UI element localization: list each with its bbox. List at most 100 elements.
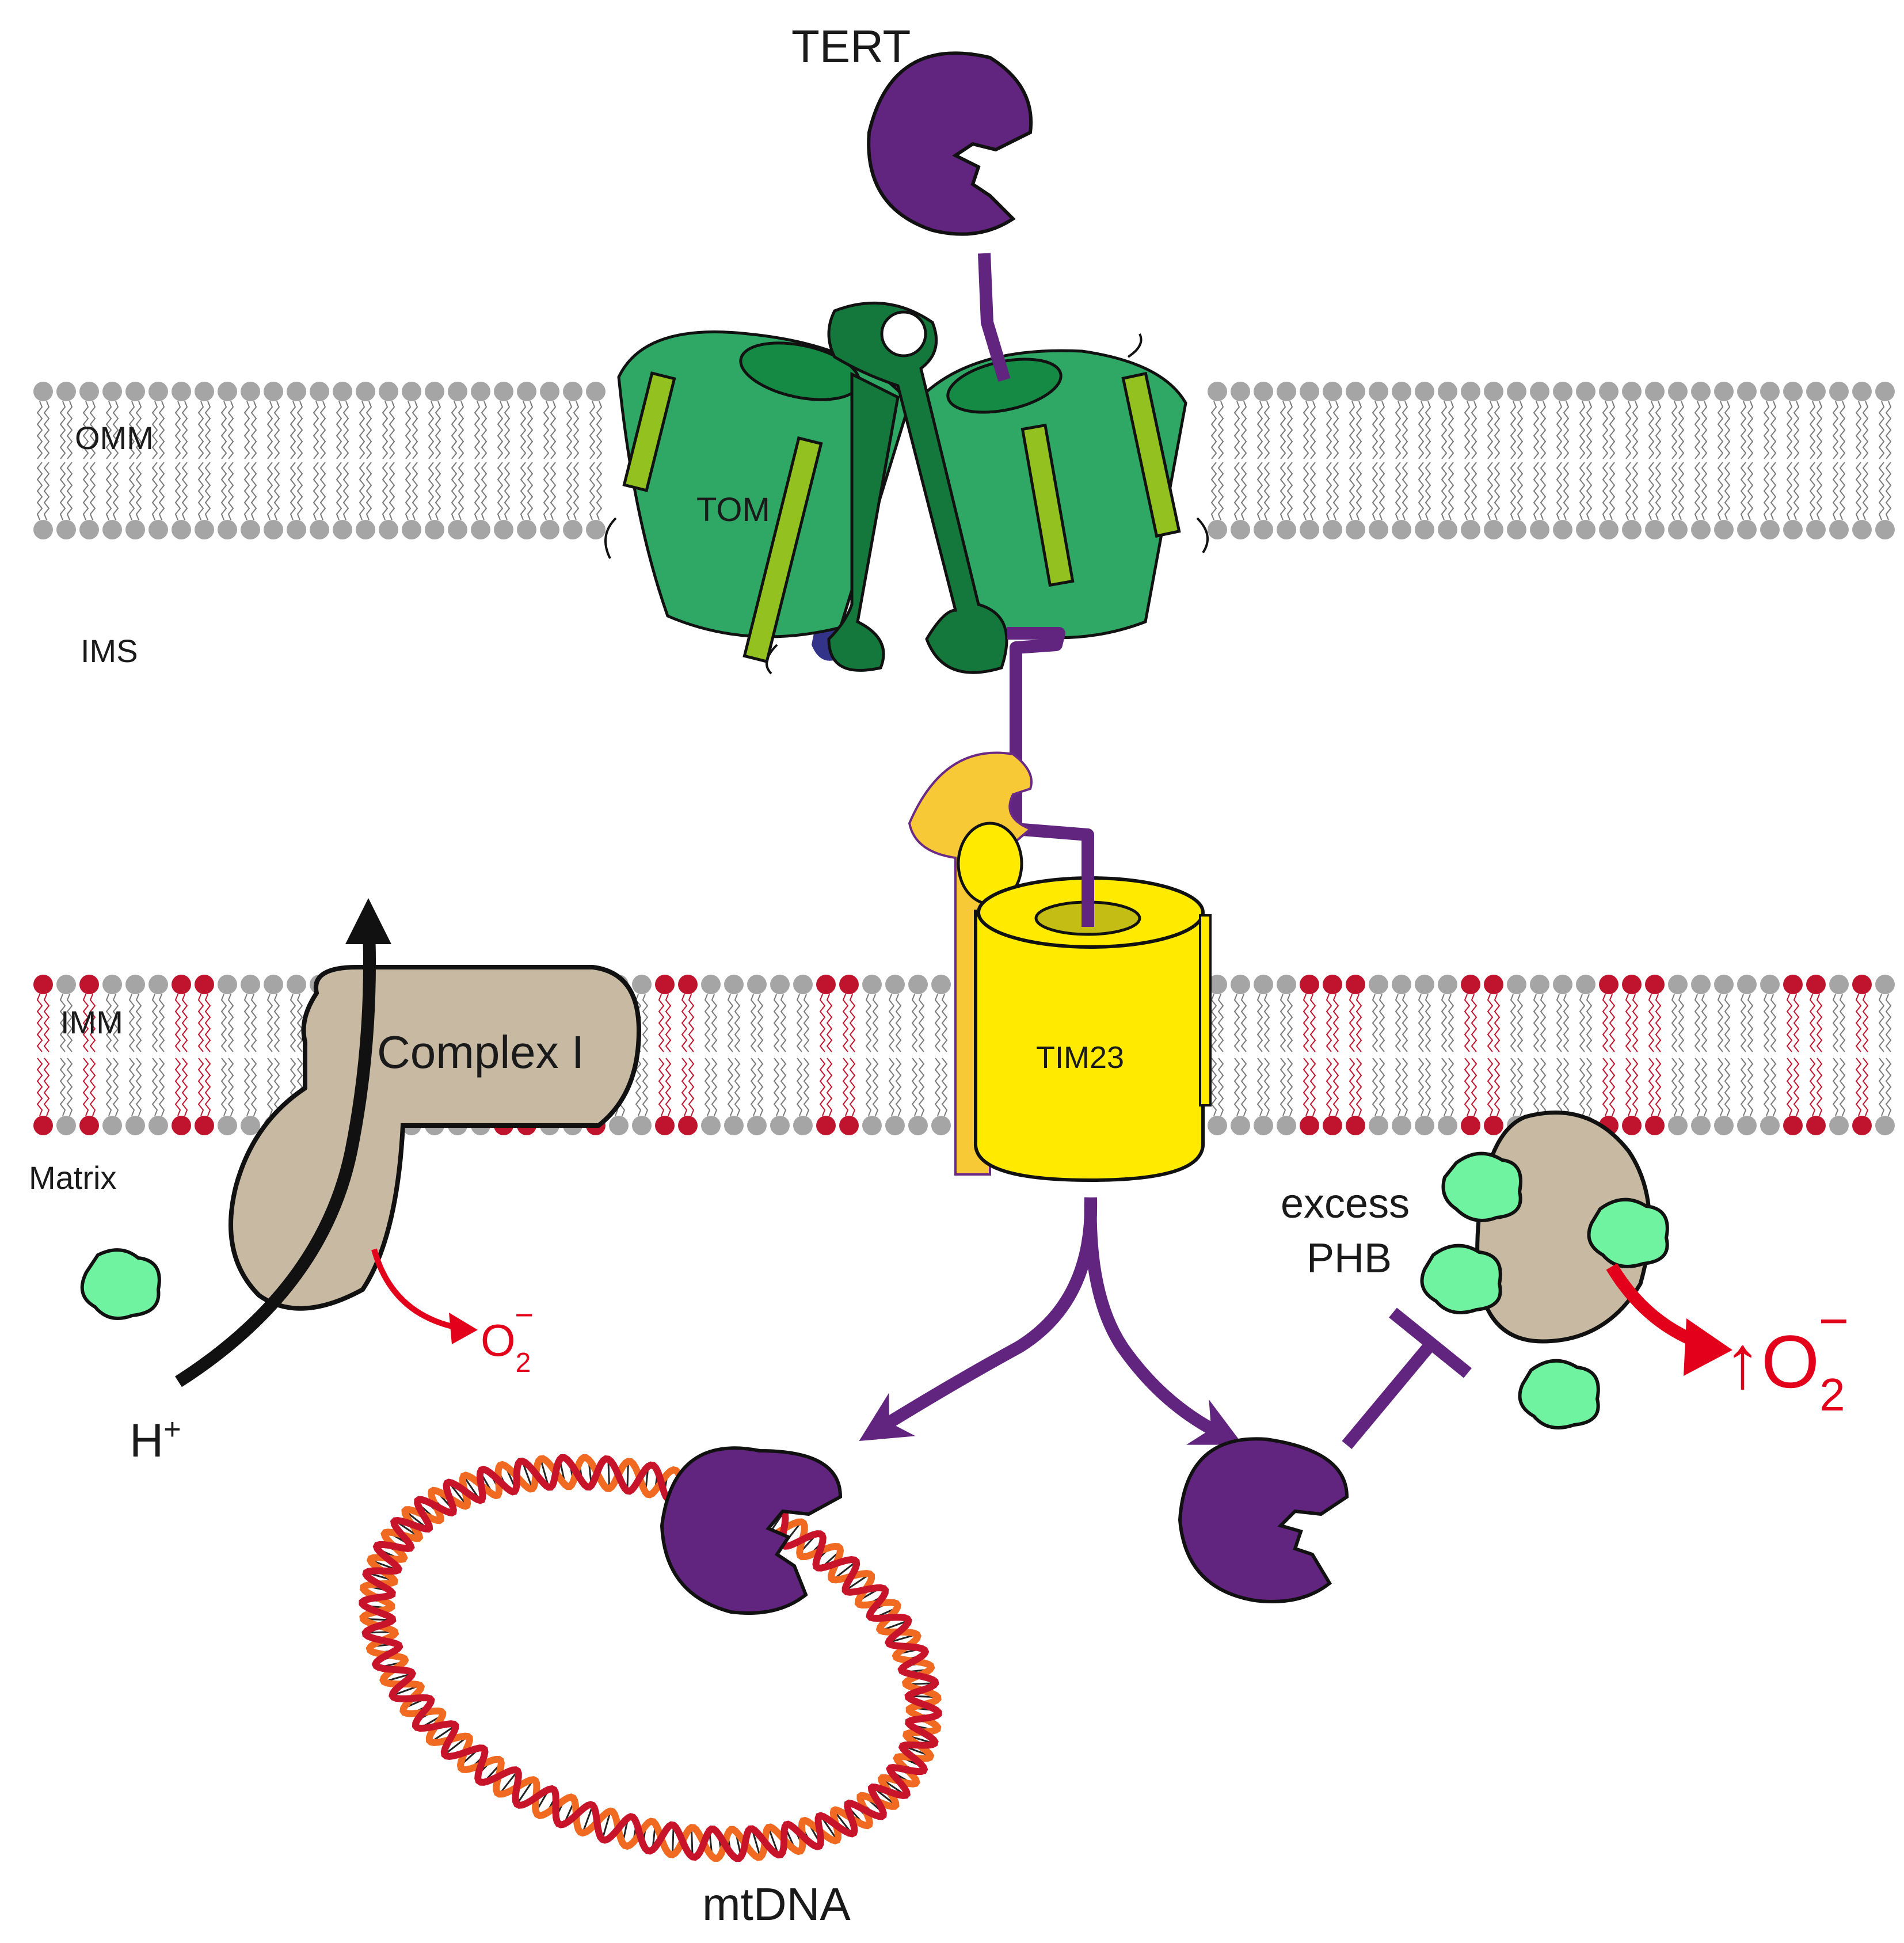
lipid-head	[1806, 975, 1826, 994]
lipid-tail	[151, 401, 165, 520]
lipid-head	[1714, 520, 1734, 539]
proton-label: H+	[130, 1413, 181, 1467]
lipid-head	[1300, 520, 1319, 539]
lipid-head	[1208, 975, 1227, 994]
lipid-head	[1829, 975, 1849, 994]
lipid-tail	[1855, 994, 1869, 1116]
lipid-head	[1208, 382, 1227, 401]
lipid-tail	[151, 994, 165, 1116]
lipid-tail	[1786, 994, 1800, 1116]
lipid-head	[218, 520, 237, 539]
lipid-head	[1484, 975, 1503, 994]
lipid-head	[632, 975, 652, 994]
lipid-tail	[589, 401, 603, 520]
lipid-head	[264, 975, 283, 994]
lipid-head	[793, 975, 813, 994]
lipid-tail	[1418, 401, 1431, 520]
lipid-tail	[1256, 401, 1270, 520]
lipid-tail	[1809, 994, 1823, 1116]
lipid-tail	[1694, 994, 1708, 1116]
lipid-tail	[1441, 994, 1454, 1116]
lipid-head	[931, 975, 951, 994]
lipid-tail	[934, 994, 948, 1116]
lipid-head	[1507, 382, 1526, 401]
lipid-head	[1576, 975, 1595, 994]
lipid-head	[1277, 1116, 1296, 1135]
lipid-head	[1484, 1116, 1503, 1135]
lipid-head	[1415, 382, 1434, 401]
mtdna-label: mtDNA	[702, 1879, 851, 1930]
lipid-head	[471, 382, 490, 401]
lipid-tail	[658, 994, 672, 1116]
lipid-head	[1461, 382, 1480, 401]
lipid-tail	[1303, 994, 1316, 1116]
lipid-tail	[266, 994, 280, 1116]
lipid-head	[33, 520, 53, 539]
lipid-head	[1875, 520, 1895, 539]
dna-base-pair	[601, 1811, 612, 1840]
lipid-head	[1737, 975, 1757, 994]
lipid-head	[816, 975, 836, 994]
lipid-head	[1507, 520, 1526, 539]
lipid-tail	[266, 401, 280, 520]
lipid-tail	[105, 401, 119, 520]
lipid-head	[56, 975, 76, 994]
lipid-tail	[128, 401, 142, 520]
lipid-tail	[1533, 994, 1547, 1116]
lipid-head	[1691, 1116, 1711, 1135]
lipid-head	[1622, 382, 1642, 401]
lipid-head	[471, 520, 490, 539]
lipid-head	[1415, 975, 1434, 994]
lipid-head	[310, 382, 329, 401]
lipid-head	[172, 975, 191, 994]
lipid-head	[356, 520, 375, 539]
lipid-head	[172, 382, 191, 401]
tom-complex	[604, 301, 1209, 675]
phb-label: PHB	[1307, 1235, 1392, 1282]
lipid-tail	[1878, 994, 1892, 1116]
lipid-head	[862, 1116, 882, 1135]
lipid-head	[402, 520, 421, 539]
lipid-tail	[681, 994, 695, 1116]
lipid-tail	[1763, 401, 1777, 520]
lipid-head	[494, 520, 513, 539]
lipid-tail	[1487, 994, 1501, 1116]
lipid-head	[1300, 975, 1319, 994]
lipid-tail	[704, 994, 718, 1116]
lipid-tail	[1510, 401, 1524, 520]
lipid-head	[885, 975, 905, 994]
lipid-head	[1760, 520, 1780, 539]
lipid-head	[1392, 382, 1411, 401]
lipid-head	[1852, 975, 1872, 994]
dna-base-pair	[671, 1825, 675, 1855]
lipid-head	[1438, 520, 1457, 539]
lipid-tail	[359, 401, 372, 520]
lipid-head	[1300, 382, 1319, 401]
lipid-tail	[59, 401, 73, 520]
lipid-head	[79, 520, 99, 539]
lipid-head	[79, 975, 99, 994]
lipid-tail	[796, 994, 810, 1116]
lipid-tail	[197, 994, 211, 1116]
lipid-head	[517, 382, 536, 401]
lipid-tail	[543, 401, 557, 520]
lipid-tail	[174, 994, 188, 1116]
lipid-tail	[1395, 994, 1408, 1116]
lipid-head	[862, 975, 882, 994]
lipid-tail	[1464, 994, 1477, 1116]
lipid-head	[1668, 975, 1688, 994]
lipid-head	[563, 520, 582, 539]
lipid-head	[1530, 520, 1549, 539]
lipid-tail	[220, 994, 234, 1116]
lipid-tail	[520, 401, 534, 520]
lipid-tail	[1326, 401, 1339, 520]
tom-right-band-inner	[1020, 423, 1075, 587]
lipid-tail	[1280, 401, 1293, 520]
lipid-tail	[82, 401, 96, 520]
lipid-head	[1829, 382, 1849, 401]
lipid-head	[701, 975, 721, 994]
lipid-head	[1714, 1116, 1734, 1135]
lipid-head	[1254, 382, 1273, 401]
lipid-tail	[1579, 401, 1593, 520]
lipid-head	[655, 1116, 675, 1135]
